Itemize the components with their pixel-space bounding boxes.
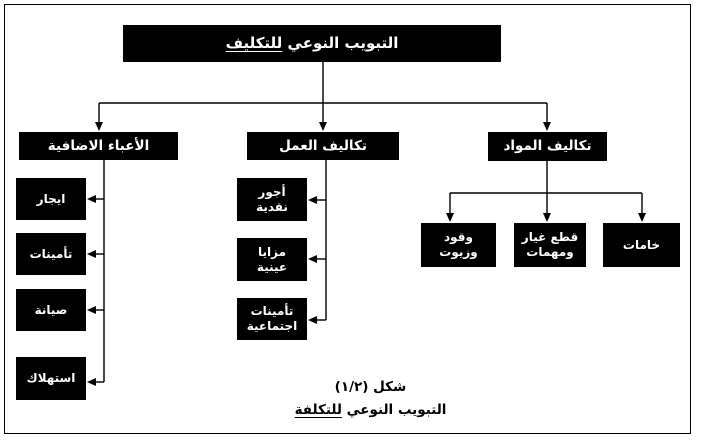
root-label: التبويب النوعي bbox=[287, 34, 399, 53]
figure-caption-title-text: التبويب النوعي bbox=[346, 402, 447, 418]
branch-additional-overheads: الأعباء الاضافية bbox=[19, 132, 178, 160]
leaf-social-insurance: تأمينات اجتماعية bbox=[237, 298, 307, 340]
leaf-spare-parts-supplies: قطع غيار ومهمات bbox=[514, 223, 586, 267]
figure-caption: شكل (١/٢) التبويب النوعي للتكلفة bbox=[278, 376, 463, 422]
leaf-in-kind-benefits: مزايا عينية bbox=[237, 238, 307, 281]
outer-border-frame bbox=[4, 4, 691, 434]
leaf-raw-materials: خامات bbox=[603, 223, 680, 267]
leaf-fuel-oils: وقود وزيوت bbox=[421, 223, 496, 267]
leaf-maintenance: صيانة bbox=[16, 289, 86, 331]
leaf-insurance: تأمينات bbox=[16, 233, 86, 275]
branch-material-costs: تكاليف المواد bbox=[488, 132, 607, 161]
leaf-rent: ايجار bbox=[16, 178, 86, 220]
figure-caption-number: شكل (١/٢) bbox=[334, 379, 407, 395]
leaf-depreciation: استهلاك bbox=[16, 357, 86, 400]
branch-labor-costs: تكاليف العمل bbox=[247, 132, 399, 160]
figure-caption-title-underlined: للتكلفة bbox=[294, 402, 342, 418]
leaf-cash-wages: أجور نقدية bbox=[237, 178, 307, 221]
root-box-cost-classification: التبويب النوعي للتكليف bbox=[123, 25, 501, 62]
figure-caption-title: التبويب النوعي للتكلفة bbox=[278, 399, 463, 422]
root-label-underlined: للتكليف bbox=[225, 34, 283, 53]
